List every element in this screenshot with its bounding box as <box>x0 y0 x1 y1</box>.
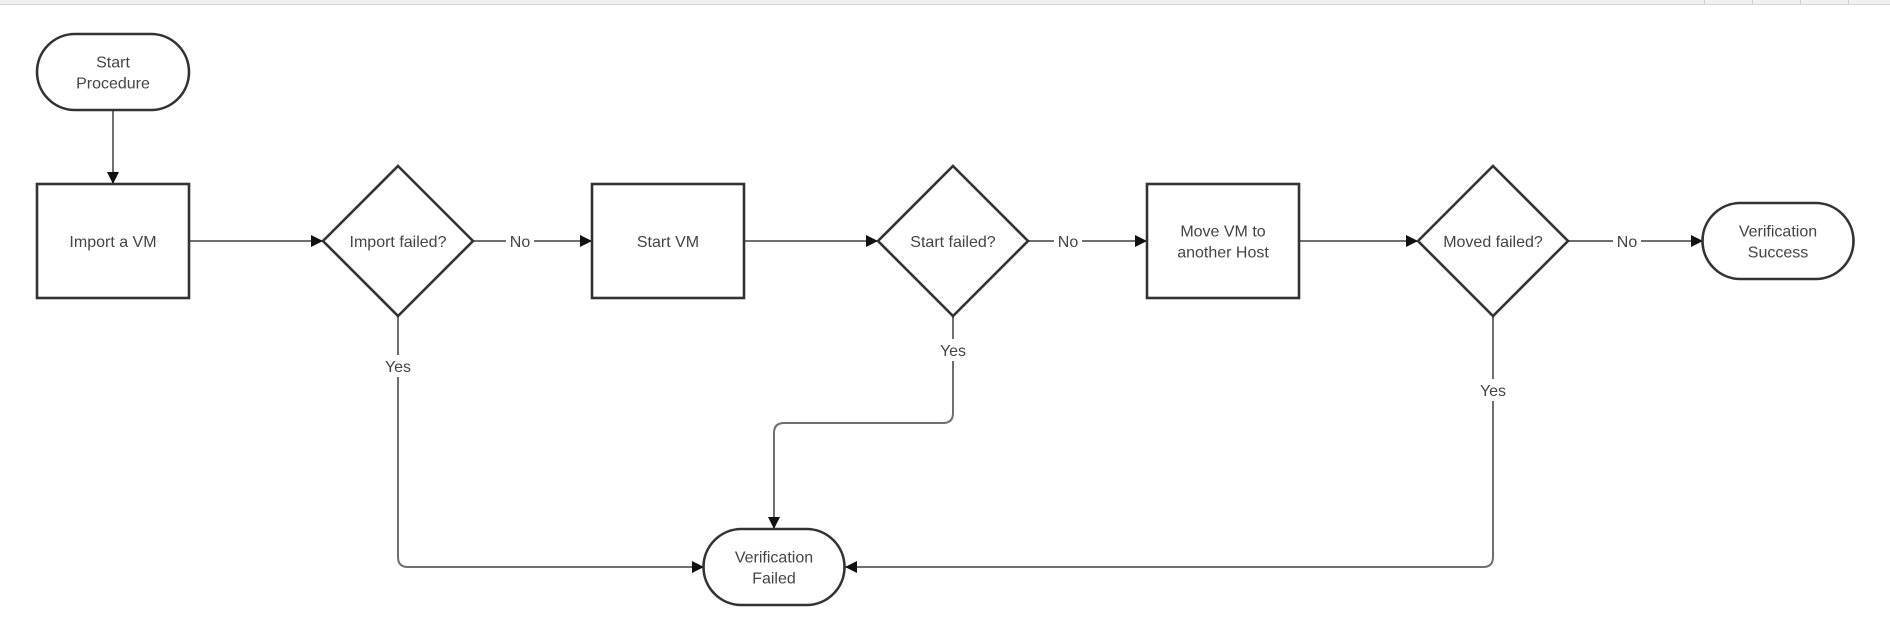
process-shape <box>1145 182 1301 300</box>
process-shape <box>35 182 191 300</box>
label-background <box>1474 379 1512 401</box>
arrowhead-icon <box>311 235 323 247</box>
edge-moved-failed-to-verification-failed[interactable] <box>845 316 1494 573</box>
node-import-vm[interactable]: Import a VM <box>35 182 191 300</box>
edge-label-text: No <box>1617 234 1638 251</box>
edge-label-no: No <box>1613 230 1641 252</box>
arrowhead-icon <box>692 561 704 573</box>
arrowhead-icon <box>866 235 878 247</box>
toolbar-button-3[interactable] <box>1800 0 1848 4</box>
edge-label-yes: Yes <box>934 339 972 361</box>
toolbar-button-1[interactable] <box>1704 0 1752 4</box>
label-background <box>1054 230 1082 252</box>
edge-label-text: No <box>1058 234 1079 251</box>
node-import-failed[interactable]: Import failed? <box>321 164 475 318</box>
edge-start-failed-to-move-vm[interactable] <box>1028 235 1147 247</box>
node-start-failed[interactable]: Start failed? <box>876 164 1030 318</box>
node-start-vm[interactable]: Start VM <box>590 182 746 300</box>
label-background <box>1613 230 1641 252</box>
terminal-shape <box>1701 201 1855 281</box>
top-toolbar <box>0 0 1890 5</box>
process-shape <box>590 182 746 300</box>
node-label: Start failed? <box>910 234 995 251</box>
terminal-shape <box>702 527 846 607</box>
decision-shape <box>321 164 475 318</box>
connector-line <box>397 316 704 568</box>
terminal-shape <box>35 32 191 112</box>
label-background <box>934 339 972 361</box>
arrowhead-icon <box>580 235 592 247</box>
arrowhead-icon <box>768 517 780 529</box>
node-label: Success <box>1748 245 1808 262</box>
node-label: Import a VM <box>69 234 156 251</box>
node-moved-failed[interactable]: Moved failed? <box>1416 164 1570 318</box>
connector-line <box>773 316 954 529</box>
arrowhead-icon <box>845 561 857 573</box>
connector-line <box>845 316 1494 568</box>
edge-start-failed-to-verification-failed[interactable] <box>768 316 954 529</box>
node-label: Start <box>96 55 130 72</box>
edge-label-text: Yes <box>385 359 411 376</box>
edge-start-to-import-vm[interactable] <box>107 110 119 184</box>
arrowhead-icon <box>107 172 119 184</box>
node-label: Import failed? <box>350 234 447 251</box>
edge-label-text: No <box>510 234 531 251</box>
edge-label-text: Yes <box>1480 383 1506 400</box>
node-label: Procedure <box>76 76 150 93</box>
edges-layer <box>107 110 1703 573</box>
edge-label-yes: Yes <box>1474 379 1512 401</box>
decision-shape <box>876 164 1030 318</box>
edge-label-no: No <box>506 230 534 252</box>
edge-import-vm-to-import-failed[interactable] <box>189 235 323 247</box>
node-label: Verification <box>735 550 813 567</box>
arrowhead-icon <box>1691 235 1703 247</box>
toolbar-button-4[interactable] <box>1848 0 1890 4</box>
edge-move-vm-to-moved-failed[interactable] <box>1299 235 1418 247</box>
label-background <box>506 230 534 252</box>
edge-start-vm-to-start-failed[interactable] <box>744 235 878 247</box>
node-label: Verification <box>1739 224 1817 241</box>
toolbar-button-2[interactable] <box>1752 0 1800 4</box>
node-label: Moved failed? <box>1443 234 1543 251</box>
arrowhead-icon <box>1135 235 1147 247</box>
node-label: Move VM to <box>1180 224 1265 241</box>
label-background <box>379 355 417 377</box>
edge-label-yes: Yes <box>379 355 417 377</box>
node-label: another Host <box>1177 245 1269 262</box>
arrowhead-icon <box>1406 235 1418 247</box>
node-move-vm[interactable]: Move VM to another Host <box>1145 182 1301 300</box>
edge-import-failed-to-verification-failed[interactable] <box>397 316 704 573</box>
node-label: Start VM <box>637 234 699 251</box>
decision-shape <box>1416 164 1570 318</box>
edge-label-text: Yes <box>940 343 966 360</box>
edge-label-no: No <box>1054 230 1082 252</box>
node-label: Failed <box>752 571 796 588</box>
